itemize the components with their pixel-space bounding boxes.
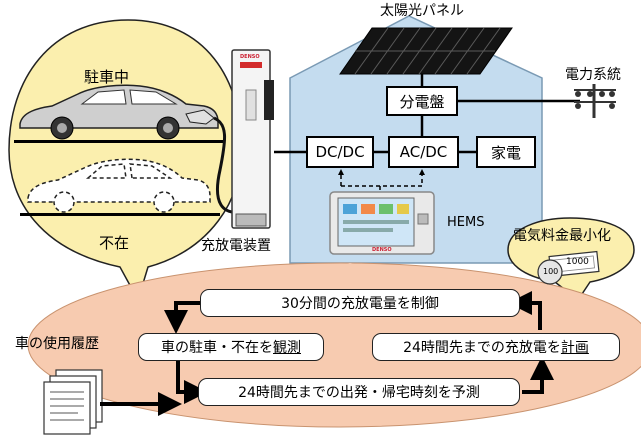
plan-step: 24時間先までの充放電を計画 xyxy=(372,333,620,361)
usage-history-docs-icon xyxy=(43,369,103,435)
bill-value: 1000 xyxy=(566,257,589,267)
dc-dc-converter-box: DC/DC xyxy=(306,136,374,168)
control-step-text: 30分間の充放電量を制御 xyxy=(281,296,439,312)
parked-car-icon xyxy=(19,84,219,140)
charger-brand: DENSO xyxy=(240,54,260,60)
charger-label: 充放電装置 xyxy=(201,238,271,254)
observe-step-text: 車の駐車・不在を xyxy=(161,340,273,356)
cycle-arrows xyxy=(164,291,554,404)
control-step: 30分間の充放電量を制御 xyxy=(200,289,520,317)
predict-step-text: 24時間先までの出発・帰宅時刻を予測 xyxy=(238,385,480,401)
plan-step-text: 24時間先までの充放電を xyxy=(403,340,561,356)
coin-value: 100 xyxy=(543,267,559,276)
plan-step-underlined: 計画 xyxy=(560,340,589,356)
observe-step-underlined: 観測 xyxy=(273,340,301,356)
predict-step: 24時間先までの出発・帰宅時刻を予測 xyxy=(198,378,520,406)
observe-step: 車の駐車・不在を観測 xyxy=(138,333,324,361)
absent-car-icon xyxy=(27,158,211,213)
distribution-board-box: 分電盤 xyxy=(386,86,458,116)
usage-history-label: 車の使用履歴 xyxy=(15,336,99,352)
hems-pointer xyxy=(300,263,410,276)
absent-label: 不在 xyxy=(99,234,130,252)
appliances-box: 家電 xyxy=(476,136,536,168)
charger-unit xyxy=(231,49,274,229)
absent-ground xyxy=(20,213,220,216)
power-pole-icon xyxy=(574,84,616,118)
solar-panel xyxy=(339,27,513,75)
parked-label: 駐車中 xyxy=(84,68,130,86)
charger-cable xyxy=(213,116,241,214)
solar-panel-label: 太陽光パネル xyxy=(380,3,464,19)
money-icon xyxy=(537,250,600,285)
hems-control-links xyxy=(338,169,425,194)
parked-ground xyxy=(14,140,224,143)
hems-label: HEMS xyxy=(447,215,485,230)
power-grid-label: 電力系統 xyxy=(565,67,621,83)
ac-dc-converter-box: AC/DC xyxy=(388,136,459,168)
hems-brand: DENSO xyxy=(372,247,392,253)
hems-panel-icon xyxy=(329,191,435,255)
min-cost-label: 電気料金最小化 xyxy=(513,228,611,244)
